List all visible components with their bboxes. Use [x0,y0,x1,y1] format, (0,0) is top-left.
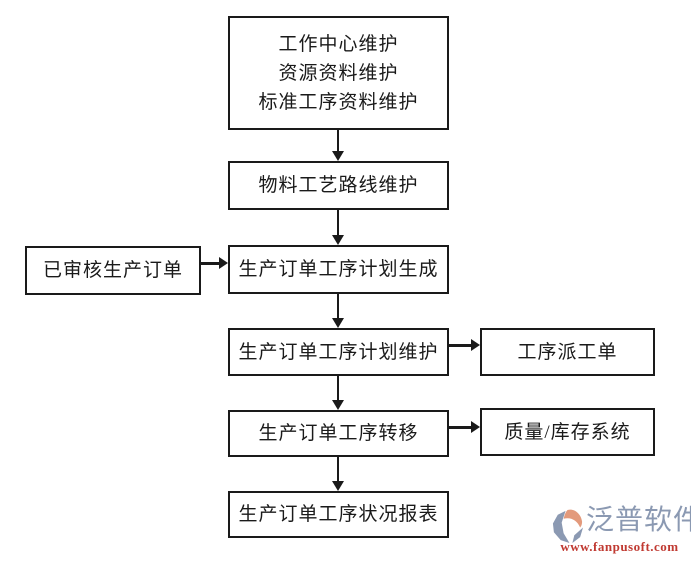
node-plan-maintain: 生产订单工序计划维护 [228,328,449,376]
node-master-data-line-1: 工作中心维护 [278,33,399,55]
node-status-report-label: 生产订单工序状况报表 [238,504,439,525]
arrow-line [449,344,471,347]
node-quality-inventory: 质量/库存系统 [480,408,655,456]
fanpu-website: www.fanpusoft.com [560,539,679,554]
node-transfer: 生产订单工序转移 [228,410,449,457]
arrow-right-head-icon [471,339,480,351]
node-master-data-line-3: 标准工序资料维护 [258,91,419,113]
node-approved-order-label: 已审核生产订单 [42,260,183,281]
node-dispatch-order: 工序派工单 [480,328,655,376]
arrow-line [337,294,339,318]
node-dispatch-order-label: 工序派工单 [517,341,618,363]
arrow-line [337,457,339,481]
fanpu-logo: 泛普软件 www.fanpusoft.com [548,504,691,560]
node-plan-generate-label: 生产订单工序计划生成 [238,259,439,280]
node-master-data-line-2: 资源资料维护 [278,62,399,84]
node-approved-order: 已审核生产订单 [25,246,201,295]
node-plan-generate: 生产订单工序计划生成 [228,245,449,294]
arrow-right-head-icon [219,257,228,269]
fanpu-logo-text: 泛普软件 [586,505,691,536]
node-routing: 物料工艺路线维护 [228,161,449,210]
arrow-right-head-icon [471,421,480,433]
arrow-down-head-icon [332,481,344,491]
node-quality-inventory-label: 质量/库存系统 [504,421,631,443]
arrow-line [201,262,219,265]
node-transfer-label: 生产订单工序转移 [258,423,419,444]
arrow-line [449,426,471,429]
node-master-data: 工作中心维护 资源资料维护 标准工序资料维护 [228,16,449,130]
node-status-report: 生产订单工序状况报表 [228,491,449,538]
arrow-down-head-icon [332,235,344,245]
arrow-down-head-icon [332,151,344,161]
node-routing-label: 物料工艺路线维护 [258,175,419,196]
arrow-line [337,130,339,151]
arrow-line [337,210,339,235]
arrow-down-head-icon [332,318,344,328]
node-plan-maintain-label: 生产订单工序计划维护 [238,341,439,363]
fanpu-logo-icon [552,509,584,543]
arrow-down-head-icon [332,400,344,410]
arrow-line [337,376,339,400]
